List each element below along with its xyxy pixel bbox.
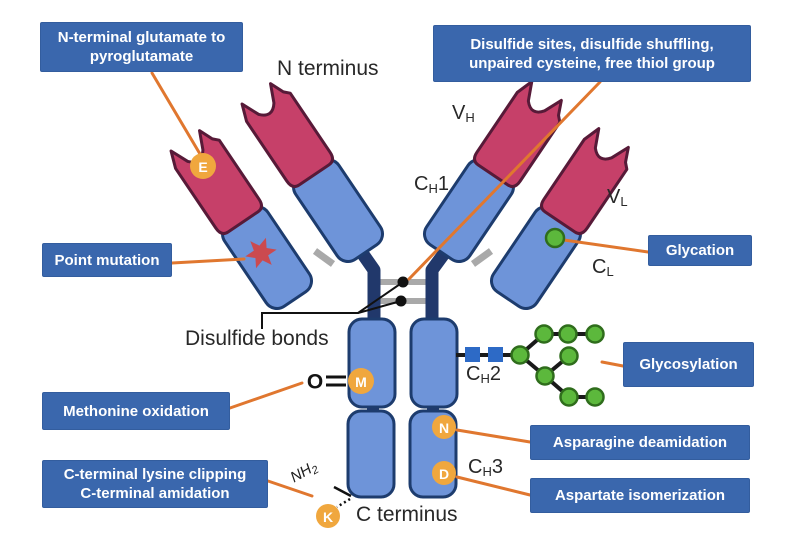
callout-aspartate-isomerization: Aspartate isomerization <box>530 478 750 513</box>
callout-line: Point mutation <box>54 251 160 269</box>
callout-line: Glycation <box>665 242 735 259</box>
residue-marker-aspartate: D <box>432 461 456 485</box>
callout-glycosylation: Glycosylation <box>623 342 754 387</box>
glycan-sugar-icons <box>510 324 605 407</box>
glycan-square-icon <box>488 347 503 362</box>
glycation-sugar-icon <box>544 227 566 249</box>
connector-point-mutation <box>170 257 246 265</box>
ch1-domain-label: CH1 <box>414 173 449 196</box>
connector-asparagine <box>455 428 532 444</box>
svg-text:N: N <box>439 420 449 436</box>
callout-line: Aspartate isomerization <box>554 487 726 504</box>
callout-line: Glycosylation <box>639 356 738 373</box>
connector-aspartate <box>455 475 532 497</box>
oxidation-group: O <box>307 371 346 394</box>
fc-region <box>346 317 459 499</box>
connector-c-terminal <box>266 479 314 498</box>
callout-c-terminal: C-terminal lysine clipping C-terminal am… <box>42 460 268 508</box>
callout-line: C-terminal lysine clipping <box>63 466 247 483</box>
n-terminus-label: N terminus <box>277 57 379 80</box>
connector-disulfide <box>407 80 602 281</box>
glycan-chain <box>456 324 605 407</box>
connector-methionine <box>228 381 304 410</box>
svg-text:M: M <box>355 374 367 390</box>
c-terminus-linkage <box>333 485 352 509</box>
glycan-square-icon <box>465 347 480 362</box>
callout-disulfide-sites: Disulfide sites, disulfide shuffling, un… <box>433 25 751 82</box>
ch2-domain-left <box>347 317 397 409</box>
callout-methionine-oxidation: Methonine oxidation <box>42 392 230 430</box>
ch3-domain-label: CH3 <box>468 456 503 479</box>
callout-line: C-terminal amidation <box>80 485 230 502</box>
point-mutation-star-icon <box>245 237 277 269</box>
connector-glycosylation <box>600 360 625 368</box>
callout-line: pyroglutamate <box>89 48 194 65</box>
disulfide-bonds-pointer <box>261 276 409 329</box>
svg-text:K: K <box>323 509 333 525</box>
cl-domain-label: CL <box>592 256 614 279</box>
callout-line: Asparagine deamidation <box>552 434 728 451</box>
ch2-domain-label: CH2 <box>466 363 501 386</box>
residue-marker-lysine: K <box>316 504 340 528</box>
callout-pyroglutamate: N-terminal glutamate to pyroglutamate <box>40 22 243 72</box>
residue-marker-methionine: M <box>348 368 374 394</box>
residue-marker-asparagine: N <box>432 415 456 439</box>
callout-line: unpaired cysteine, free thiol group <box>469 54 715 72</box>
vh-domain-label: VH <box>452 102 475 125</box>
callout-line: Disulfide sites, disulfide shuffling, <box>470 35 714 53</box>
callout-line: Methonine oxidation <box>63 402 209 420</box>
connector-glycation <box>562 238 650 254</box>
callout-line: N-terminal glutamate to <box>57 29 226 46</box>
connector-pyroglutamate <box>150 71 202 156</box>
callout-point-mutation: Point mutation <box>42 243 172 277</box>
ch2-domain-right <box>409 317 459 409</box>
ch3-domain-left <box>346 409 396 499</box>
callout-asparagine-deamidation: Asparagine deamidation <box>530 425 750 460</box>
oxygen-label: O <box>307 371 323 394</box>
svg-text:E: E <box>198 159 207 175</box>
svg-text:D: D <box>439 466 449 482</box>
c-terminus-label: C terminus <box>356 503 458 526</box>
callout-connectors <box>150 71 650 498</box>
disulfide-bonds-label: Disulfide bonds <box>185 327 329 350</box>
residue-marker-glutamate: E <box>190 153 216 179</box>
vl-domain-label: VL <box>607 186 628 209</box>
callout-glycation: Glycation <box>648 235 752 266</box>
